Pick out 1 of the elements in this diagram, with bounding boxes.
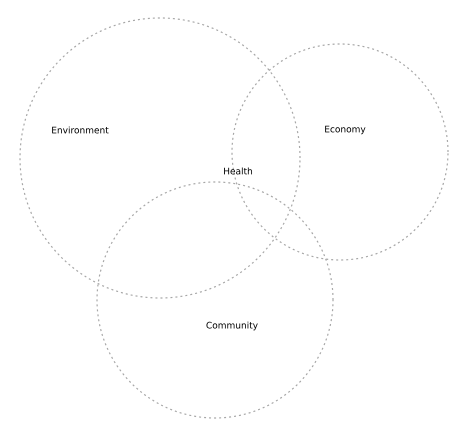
- overlap-label: Health: [224, 168, 252, 174]
